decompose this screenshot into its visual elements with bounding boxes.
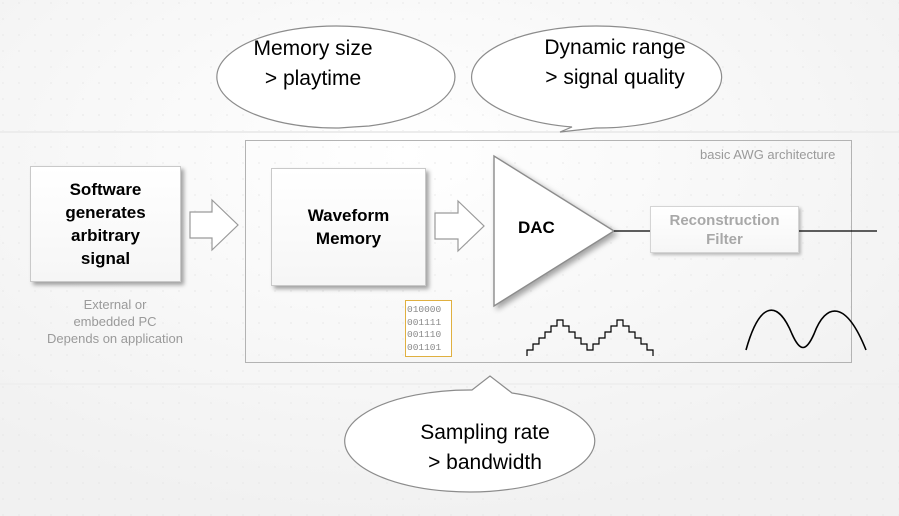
- dac-triangle: [493, 154, 616, 308]
- binary-sample: 001110: [407, 329, 442, 340]
- architecture-label: basic AWG architecture: [700, 147, 836, 162]
- reconstruction-filter-label: Reconstruction Filter: [669, 211, 780, 248]
- architecture-frame: [245, 140, 852, 363]
- binary-samples: 010000 001111 001110 001101: [405, 300, 452, 357]
- waveform-memory-block: Waveform Memory: [271, 168, 426, 286]
- arrow-software-to-memory: [189, 198, 239, 252]
- binary-sample: 001111: [407, 316, 442, 328]
- callout-memory-text: Memory size > playtime: [253, 37, 373, 90]
- smooth-waveform: [745, 309, 867, 351]
- reconstruction-filter-block: Reconstruction Filter: [650, 206, 799, 253]
- callout-sampling-text: Sampling rate > bandwidth: [420, 421, 550, 474]
- staircase-waveform: [526, 319, 654, 356]
- callout-bubble-memory: [216, 25, 456, 129]
- callout-bubble-sampling: [344, 375, 596, 493]
- dac-label: DAC: [518, 218, 555, 237]
- software-block-label: Software generates arbitrary signal: [65, 180, 146, 268]
- callout-bubble-dynamic-range: [471, 25, 723, 133]
- arrow-memory-to-dac: [434, 199, 485, 253]
- binary-sample: 001101: [407, 341, 442, 353]
- software-block: Software generates arbitrary signal: [30, 166, 181, 282]
- callout-dynamic-range-text: Dynamic range > signal quality: [544, 36, 686, 89]
- pc-caption: External or embedded PC Depends on appli…: [47, 297, 183, 346]
- binary-sample: 010000: [407, 304, 442, 315]
- waveform-memory-label: Waveform Memory: [307, 206, 390, 248]
